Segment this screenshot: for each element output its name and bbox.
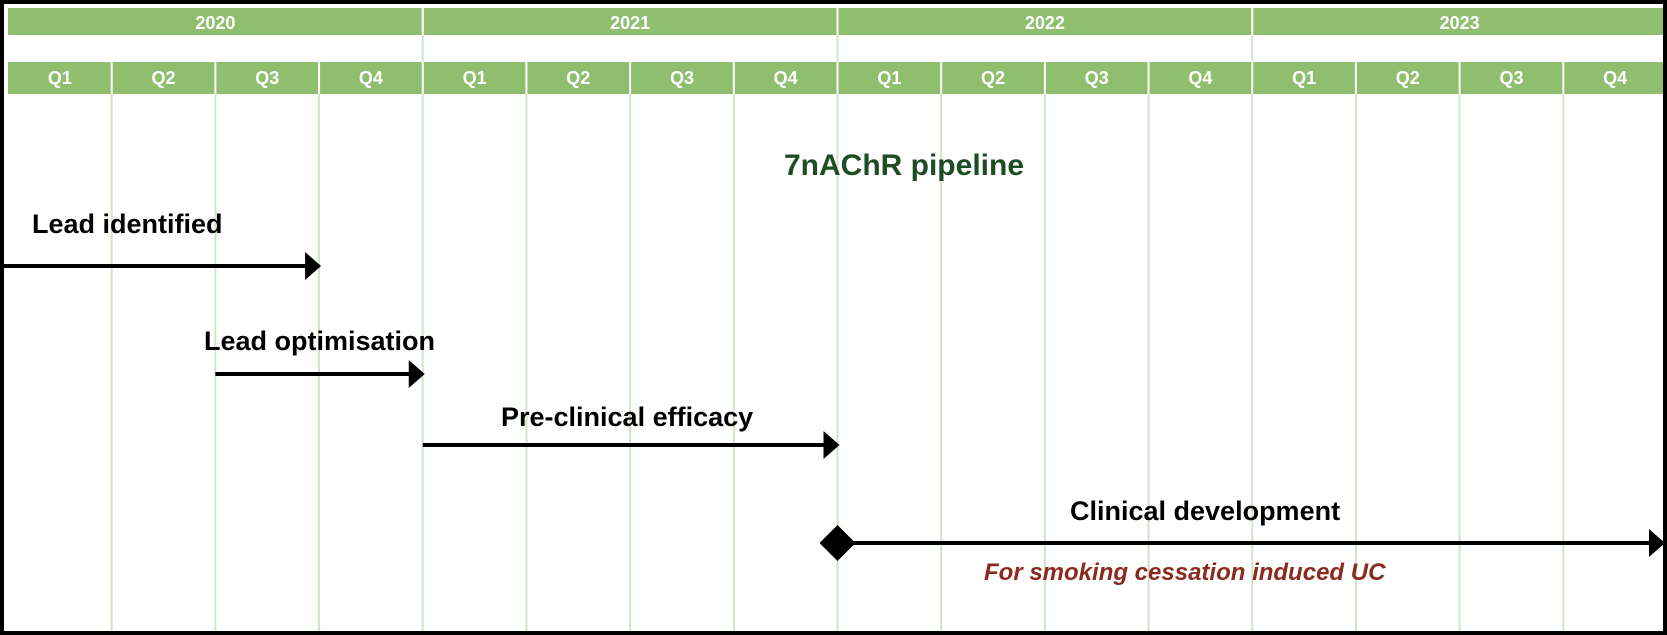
quarter-label-2020-q2: Q2 <box>151 68 176 88</box>
year-label-2020: 2020 <box>195 13 236 33</box>
phase-label-lead-identified: Lead identified <box>32 209 223 239</box>
milestone-diamond <box>819 525 856 561</box>
quarter-label-2023-q3: Q3 <box>1499 68 1524 88</box>
phase-arrowhead <box>305 252 322 280</box>
indication-note: For smoking cessation induced UC <box>984 559 1386 586</box>
quarter-label-2020-q1: Q1 <box>47 68 72 88</box>
quarter-label-2022-q1: Q1 <box>877 68 902 88</box>
timeline-grid <box>4 8 1663 631</box>
phase-arrowhead <box>408 360 425 388</box>
year-label-2022: 2022 <box>1024 13 1065 33</box>
quarter-label-2022-q2: Q2 <box>981 68 1006 88</box>
phase-label-lead-optimisation: Lead optimisation <box>204 326 436 356</box>
year-label-2023: 2023 <box>1439 13 1480 33</box>
phase-arrowhead <box>823 431 840 459</box>
quarter-label-2021-q1: Q1 <box>462 68 487 88</box>
quarter-label-2021-q2: Q2 <box>566 68 591 88</box>
phase-arrowhead <box>1649 529 1663 557</box>
quarter-label-2023-q1: Q1 <box>1292 68 1317 88</box>
quarter-label-2021-q3: Q3 <box>669 68 694 88</box>
phase-label-pre-clinical-efficacy: Pre-clinical efficacy <box>501 402 754 432</box>
quarter-label-2021-q4: Q4 <box>773 68 798 88</box>
year-label-2021: 2021 <box>610 13 651 33</box>
chart-title: 7nAChR pipeline <box>783 149 1024 182</box>
quarter-label-2023-q2: Q2 <box>1395 68 1420 88</box>
quarter-label-2020-q3: Q3 <box>255 68 280 88</box>
quarter-header-bar <box>8 62 1663 94</box>
quarter-label-2022-q4: Q4 <box>1188 68 1213 88</box>
phase-label-clinical-development: Clinical development <box>1070 496 1341 526</box>
year-header-bar <box>8 8 1663 35</box>
quarter-label-2023-q4: Q4 <box>1603 68 1628 88</box>
quarter-label-2020-q4: Q4 <box>358 68 383 88</box>
quarter-label-2022-q3: Q3 <box>1084 68 1109 88</box>
